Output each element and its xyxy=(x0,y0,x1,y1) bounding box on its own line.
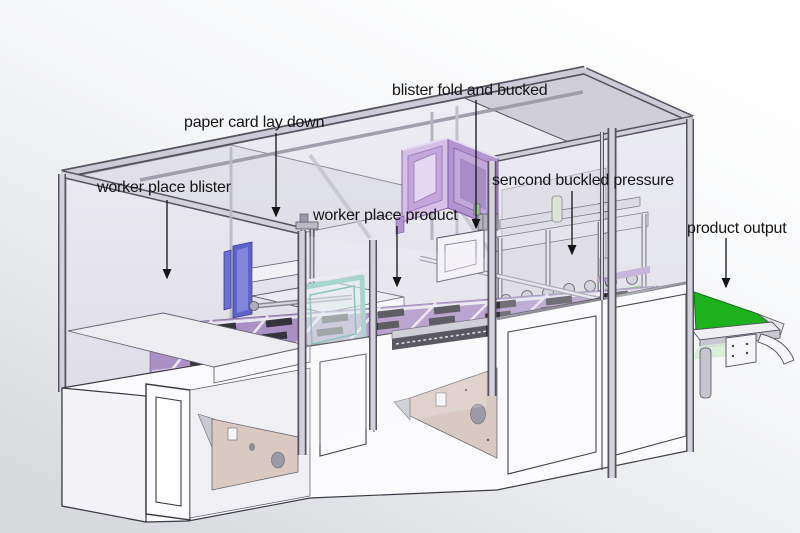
cabinet-door xyxy=(319,353,367,457)
sensor-green xyxy=(473,203,481,216)
label-paper-card-lay-down: paper card lay down xyxy=(184,114,324,131)
bolt-dot xyxy=(731,354,735,358)
roof-inner-rail xyxy=(139,90,584,182)
fold-box-window xyxy=(413,152,437,204)
window-top-rail xyxy=(295,268,369,285)
right-front-top-rail xyxy=(488,117,693,162)
fold-box-slot xyxy=(460,158,486,210)
label-blister-fold-and-bucked: blister fold and bucked xyxy=(392,82,548,99)
beige-brace xyxy=(409,367,498,459)
brace-hole xyxy=(249,443,255,451)
bolt-dot xyxy=(731,344,735,348)
label-worker-place-product: worker place product xyxy=(312,207,458,224)
feeder-blue-inner xyxy=(237,247,248,313)
window-glass xyxy=(378,246,486,426)
transfer-stand xyxy=(436,229,485,283)
bolt-dot xyxy=(486,438,490,442)
left-pillar-inset xyxy=(155,396,182,507)
cabinet-door xyxy=(507,315,597,475)
back-top-rail xyxy=(61,67,586,177)
brace-hole xyxy=(470,403,486,425)
gantry-upper-beam xyxy=(499,196,641,230)
mount-bracket xyxy=(725,333,757,368)
vent-grille xyxy=(395,330,489,345)
label-sencond-buckled-pressure: sencond buckled pressure xyxy=(492,172,674,189)
front-mullions xyxy=(297,119,694,478)
label-product-output: product output xyxy=(687,220,787,237)
pneumatic-cylinder xyxy=(551,195,563,223)
output-conveyor xyxy=(688,291,795,399)
bolt-dot xyxy=(745,351,749,355)
transfer-stand-inner xyxy=(444,239,477,273)
fold-box-top-edge xyxy=(401,136,499,159)
blister-fold-box xyxy=(395,136,499,235)
label-worker-place-blister: worker place blister xyxy=(96,179,232,196)
brace-notch xyxy=(227,427,238,441)
bolt-dot xyxy=(745,342,749,346)
guide-hook xyxy=(757,333,795,365)
feeder-motor xyxy=(299,213,309,223)
fold-box-tab xyxy=(395,215,405,235)
cabinet-top-rail xyxy=(496,280,693,321)
window-glass xyxy=(616,126,686,298)
left-front-top-rail xyxy=(61,171,303,234)
roof-cross-rail xyxy=(308,153,372,240)
brace-hole xyxy=(271,451,285,469)
left-cabinet-panel xyxy=(61,387,147,523)
window-sheens xyxy=(306,126,686,448)
window-glass xyxy=(500,144,598,318)
annotations: worker place blister paper card lay down… xyxy=(96,82,787,289)
worker-table-front xyxy=(213,345,311,384)
bolt-dot xyxy=(464,388,468,392)
feeder-blue-panel xyxy=(223,249,232,311)
teal-frame-inner xyxy=(309,285,357,345)
roof-front-edge xyxy=(583,68,694,122)
shaft-knob xyxy=(249,301,259,311)
conveyor-leg xyxy=(699,347,712,399)
window-glass xyxy=(306,236,368,448)
brace-notch xyxy=(435,392,447,407)
